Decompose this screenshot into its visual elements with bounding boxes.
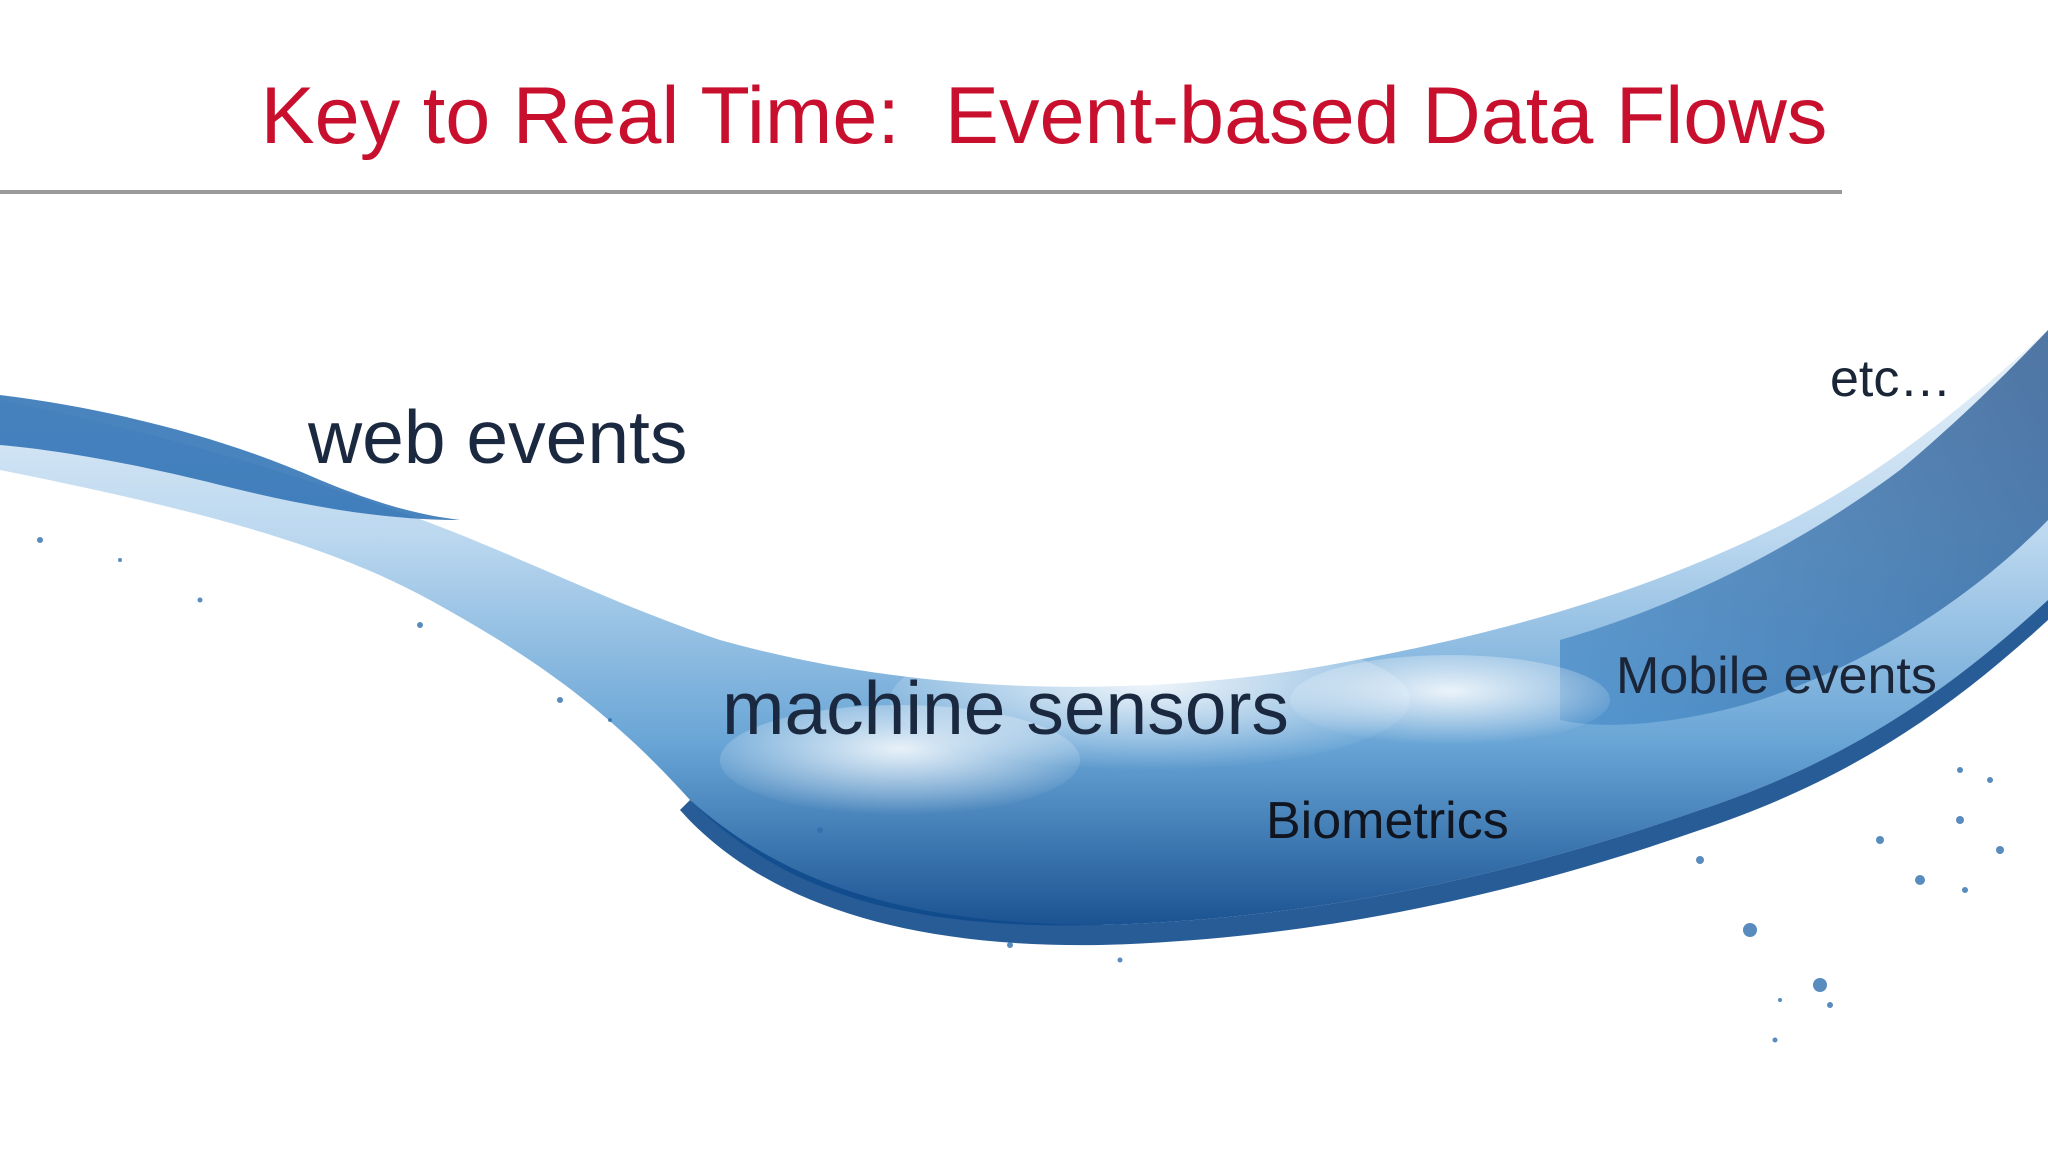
label-biometrics: Biometrics: [1266, 792, 1509, 850]
label-machine-sensors: machine sensors: [722, 666, 1289, 750]
label-web-events: web events: [308, 395, 688, 479]
label-etc: etc…: [1830, 350, 1952, 408]
title-divider: [0, 190, 1842, 194]
label-mobile-events: Mobile events: [1616, 647, 1937, 705]
slide-title: Key to Real Time: Event-based Data Flows: [260, 71, 1828, 161]
